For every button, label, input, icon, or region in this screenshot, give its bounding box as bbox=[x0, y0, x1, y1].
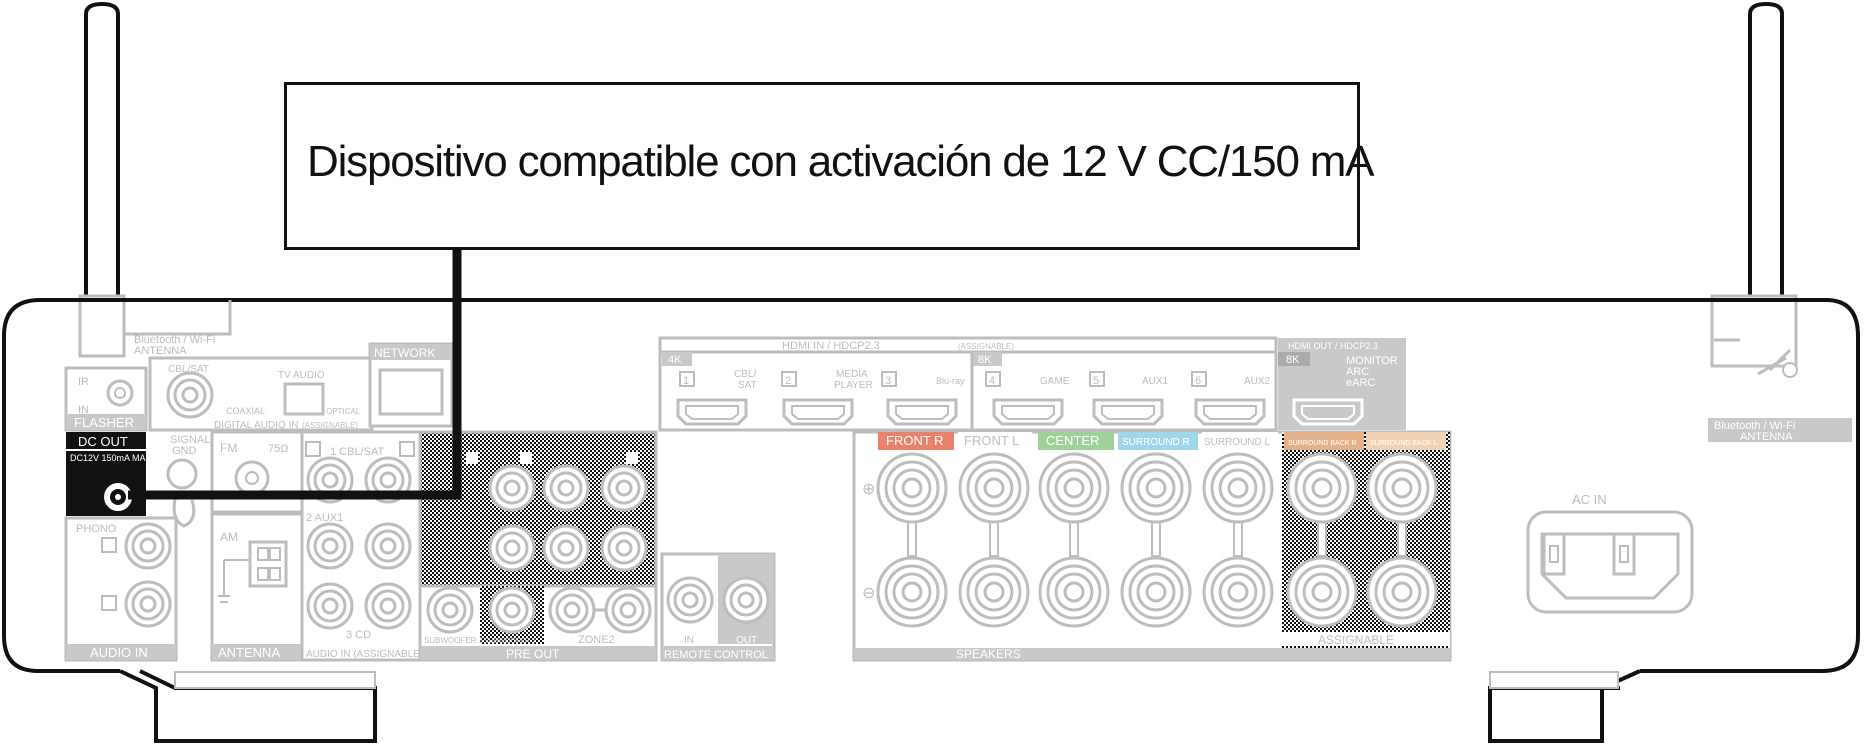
svg-text:SURROUND BACK R: SURROUND BACK R bbox=[1288, 440, 1356, 447]
svg-text:SURROUND R: SURROUND R bbox=[1122, 437, 1190, 448]
bt-antenna-label-right: Bluetooth / Wi-Fi ANTENNA bbox=[1708, 338, 1852, 443]
svg-text:eARC: eARC bbox=[1346, 377, 1375, 389]
hdmi-in-section: HDMI IN / HDCP2.3 (ASSIGNABLE) 4K 8K 1 C… bbox=[658, 336, 1278, 432]
svg-text:IN: IN bbox=[78, 404, 89, 416]
svg-text:COAXIAL: COAXIAL bbox=[226, 406, 265, 416]
chassis-outline bbox=[2, 298, 1860, 673]
svg-text:4: 4 bbox=[989, 375, 995, 387]
svg-text:SIGNAL: SIGNAL bbox=[170, 434, 210, 446]
svg-text:4K: 4K bbox=[668, 354, 682, 366]
svg-text:CBL/SAT: CBL/SAT bbox=[168, 364, 209, 375]
svg-text:2 AUX1: 2 AUX1 bbox=[306, 512, 343, 524]
svg-text:FRONT L: FRONT L bbox=[964, 433, 1019, 448]
svg-text:2: 2 bbox=[785, 375, 791, 387]
svg-text:ZONE2: ZONE2 bbox=[578, 634, 615, 646]
svg-text:SPEAKERS: SPEAKERS bbox=[956, 647, 1021, 661]
svg-text:FM: FM bbox=[220, 441, 237, 455]
svg-text:REMOTE CONTROL: REMOTE CONTROL bbox=[664, 649, 768, 661]
svg-text:3 CD: 3 CD bbox=[346, 629, 371, 641]
svg-text:Blu-ray: Blu-ray bbox=[936, 376, 965, 386]
dc-out-terminal: DC OUT DC12V 150mA MAX. bbox=[66, 432, 154, 516]
svg-text:DC OUT: DC OUT bbox=[78, 434, 128, 449]
svg-text:DC12V 150mA MAX.: DC12V 150mA MAX. bbox=[70, 453, 154, 463]
analog-audio-in-section: 1 CBL/SAT 2 AUX1 3 CD AUDIO IN (ASSIGNAB… bbox=[300, 430, 423, 662]
svg-text:1 CBL/SAT: 1 CBL/SAT bbox=[330, 446, 384, 458]
svg-text:AM: AM bbox=[220, 530, 238, 544]
speakers-section: FRONT R FRONT L CENTER SURROUND R SURROU… bbox=[852, 430, 1452, 662]
svg-text:6: 6 bbox=[1195, 375, 1201, 387]
svg-text:OUT: OUT bbox=[736, 635, 757, 646]
svg-text:IR: IR bbox=[78, 376, 89, 388]
svg-text:AUX2: AUX2 bbox=[1244, 376, 1271, 387]
bt-antenna-label-left: Bluetooth / Wi-Fi ANTENNA bbox=[124, 300, 232, 357]
digital-audio-in-section: CBL/SAT COAXIAL TV AUDIO OPTICAL DIGITAL… bbox=[148, 356, 374, 432]
network-section: NETWORK bbox=[368, 342, 454, 428]
svg-text:SURROUND BACK L: SURROUND BACK L bbox=[1370, 440, 1437, 447]
svg-text:AC IN: AC IN bbox=[1572, 492, 1607, 507]
svg-text:CBL/: CBL/ bbox=[734, 369, 756, 380]
svg-text:⊕: ⊕ bbox=[862, 481, 875, 498]
antenna-left bbox=[78, 1, 126, 358]
svg-text:NETWORK: NETWORK bbox=[374, 346, 435, 360]
fm-antenna-section: SIGNAL GND FM 75Ω bbox=[166, 430, 304, 528]
svg-text:SUBWOOFER 2: SUBWOOFER 2 bbox=[484, 638, 536, 645]
svg-text:PHONO: PHONO bbox=[76, 523, 117, 535]
hdmi-out-section: HDMI OUT / HDCP2.3 8K MONITOR ARC eARC bbox=[1278, 338, 1406, 430]
svg-text:FLASHER: FLASHER bbox=[74, 415, 134, 430]
svg-text:SURROUND L: SURROUND L bbox=[1204, 437, 1271, 448]
svg-text:GAME: GAME bbox=[1040, 376, 1070, 387]
svg-text:AUDIO IN: AUDIO IN bbox=[90, 645, 148, 660]
svg-text:3: 3 bbox=[885, 375, 891, 387]
antenna-right bbox=[1710, 1, 1798, 368]
svg-text:75Ω: 75Ω bbox=[268, 443, 288, 455]
svg-text:DIGITAL AUDIO IN: DIGITAL AUDIO IN bbox=[214, 420, 298, 431]
flasher-section: IR IN FLASHER bbox=[64, 366, 148, 432]
svg-text:IN: IN bbox=[684, 635, 694, 646]
svg-text:CENTER: CENTER bbox=[1046, 433, 1099, 448]
svg-text:ANTENNA: ANTENNA bbox=[1740, 431, 1793, 443]
svg-text:8K: 8K bbox=[1286, 354, 1300, 366]
svg-text:(ASSIGNABLE): (ASSIGNABLE) bbox=[302, 421, 358, 430]
svg-text:PLAYER: PLAYER bbox=[834, 380, 873, 391]
svg-text:ANTENNA: ANTENNA bbox=[134, 345, 187, 357]
svg-text:Bluetooth / Wi-Fi: Bluetooth / Wi-Fi bbox=[134, 334, 215, 346]
svg-text:PRE OUT: PRE OUT bbox=[506, 647, 560, 661]
svg-text:HDMI OUT / HDCP2.3: HDMI OUT / HDCP2.3 bbox=[1288, 341, 1378, 351]
svg-text:ASSIGNABLE: ASSIGNABLE bbox=[1318, 633, 1394, 647]
svg-text:MEDIA: MEDIA bbox=[836, 369, 868, 380]
svg-text:ARC: ARC bbox=[1346, 366, 1369, 378]
svg-text:1: 1 bbox=[683, 375, 689, 387]
connection-cable bbox=[128, 250, 462, 500]
foot-left bbox=[119, 669, 377, 743]
svg-text:⊖: ⊖ bbox=[862, 585, 875, 602]
svg-text:ANTENNA: ANTENNA bbox=[218, 645, 280, 660]
am-antenna-section: AM ANTENNA bbox=[210, 512, 304, 662]
svg-text:OPTICAL: OPTICAL bbox=[326, 407, 361, 416]
svg-text:HDMI IN / HDCP2.3: HDMI IN / HDCP2.3 bbox=[782, 340, 880, 352]
svg-text:AUDIO IN (ASSIGNABLE): AUDIO IN (ASSIGNABLE) bbox=[306, 649, 423, 660]
foot-right bbox=[1488, 669, 1641, 743]
svg-text:5: 5 bbox=[1093, 375, 1099, 387]
callout-text: Dispositivo compatible con activación de… bbox=[307, 137, 1375, 186]
ac-in-socket: AC IN bbox=[1526, 492, 1694, 614]
svg-text:Bluetooth / Wi-Fi: Bluetooth / Wi-Fi bbox=[1714, 420, 1795, 432]
device-callout-box: Dispositivo compatible con activación de… bbox=[284, 82, 1375, 250]
svg-text:(ASSIGNABLE): (ASSIGNABLE) bbox=[958, 342, 1014, 351]
svg-text:AUX1: AUX1 bbox=[1142, 376, 1169, 387]
phono-audio-in-section: PHONO AUDIO IN bbox=[64, 516, 178, 662]
svg-text:FRONT R: FRONT R bbox=[886, 433, 944, 448]
svg-text:8K: 8K bbox=[978, 354, 992, 366]
remote-control-section: IN OUT REMOTE CONTROL bbox=[660, 552, 776, 662]
svg-text:SAT: SAT bbox=[738, 380, 757, 391]
svg-text:TV AUDIO: TV AUDIO bbox=[278, 370, 325, 381]
svg-text:MONITOR: MONITOR bbox=[1346, 355, 1398, 367]
svg-text:GND: GND bbox=[172, 445, 197, 457]
svg-text:SUBWOOFER 1: SUBWOOFER 1 bbox=[424, 636, 484, 645]
